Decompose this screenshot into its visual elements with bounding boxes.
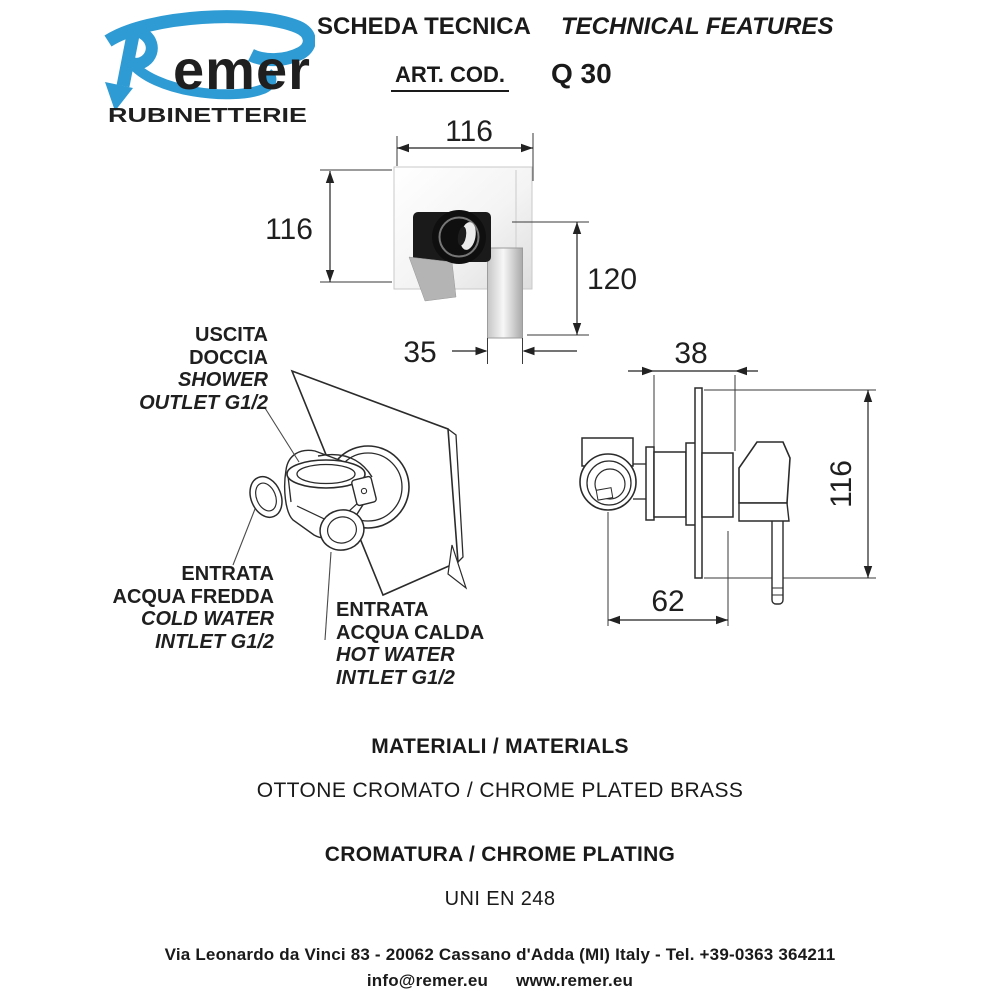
materials-title: MATERIALI / MATERIALS (371, 735, 629, 758)
label-line: ACQUA FREDDA (112, 585, 274, 608)
page-title-it: SCHEDA TECNICA (317, 13, 531, 40)
art-code-label: ART. COD. (391, 62, 509, 92)
label-line: ENTRATA (336, 599, 429, 621)
plating-title: CROMATURA / CHROME PLATING (324, 843, 676, 866)
wall-plate-side (694, 387, 703, 579)
label-line: HOT WATER (336, 644, 455, 666)
materials-value: OTTONE CROMATO / CHROME PLATED BRASS (256, 779, 744, 802)
dim-front-height: 116 (265, 213, 313, 246)
dim-side-handle-depth: 38 (674, 337, 707, 370)
dim-front-width: 116 (445, 115, 493, 148)
label-cold-inlet: ENTRATA ACQUA FREDDA COLD WATER INTLET G… (113, 563, 274, 653)
footer-contacts: info@remer.eu www.remer.eu (0, 971, 1000, 991)
label-hot-inlet: ENTRATA ACQUA CALDA HOT WATER INTLET G1/… (336, 599, 484, 689)
art-code-value: Q 30 (551, 58, 612, 89)
label-line: SHOWER (178, 369, 268, 391)
cold-inlet-port (249, 475, 283, 519)
remer-logo-graphic: emer RUBINETTERIE (104, 10, 316, 127)
iso-view-drawing (232, 369, 468, 641)
label-line: DOCCIA (189, 346, 268, 369)
label-line: ENTRATA (181, 563, 274, 585)
logo-subtitle: RUBINETTERIE (108, 105, 307, 127)
remer-logo: emer RUBINETTERIE (93, 8, 316, 130)
front-view-drawing: 116 116 120 35 (265, 115, 637, 369)
label-line: OUTLET G1/2 (139, 391, 268, 414)
dim-side-plate-height: 116 (825, 460, 858, 508)
label-line: COLD WATER (141, 608, 274, 630)
hot-inlet-port (319, 509, 365, 551)
label-line: USCITA (195, 324, 268, 346)
logo-swoosh (104, 10, 316, 67)
page-title-en: TECHNICAL FEATURES (561, 13, 834, 40)
handle-side (738, 441, 791, 504)
logo-arrow-icon (105, 82, 133, 111)
label-shower-outlet: USCITA DOCCIA SHOWER OUTLET G1/2 (139, 324, 268, 414)
logo-brand-text: emer (173, 38, 311, 101)
dim-side-body-depth: 62 (651, 585, 684, 618)
footer-address: Via Leonardo da Vinci 83 - 20062 Cassano… (164, 945, 836, 964)
footer-email: info@remer.eu (366, 971, 489, 990)
dim-front-handle-drop: 120 (587, 263, 637, 296)
leader-shower (264, 407, 300, 463)
label-line: INTLET G1/2 (155, 630, 274, 653)
leader-hot (324, 551, 332, 641)
side-view-drawing: 38 116 62 (579, 337, 876, 626)
label-line: ACQUA CALDA (336, 621, 485, 644)
logo-r-leg (125, 57, 277, 100)
dim-front-lever-width: 35 (403, 336, 436, 369)
leader-cold (232, 508, 256, 566)
label-line: INTLET G1/2 (336, 666, 455, 689)
lever-rod-side (771, 513, 784, 605)
footer-website: www.remer.eu (516, 971, 634, 990)
plating-value: UNI EN 248 (444, 888, 556, 910)
